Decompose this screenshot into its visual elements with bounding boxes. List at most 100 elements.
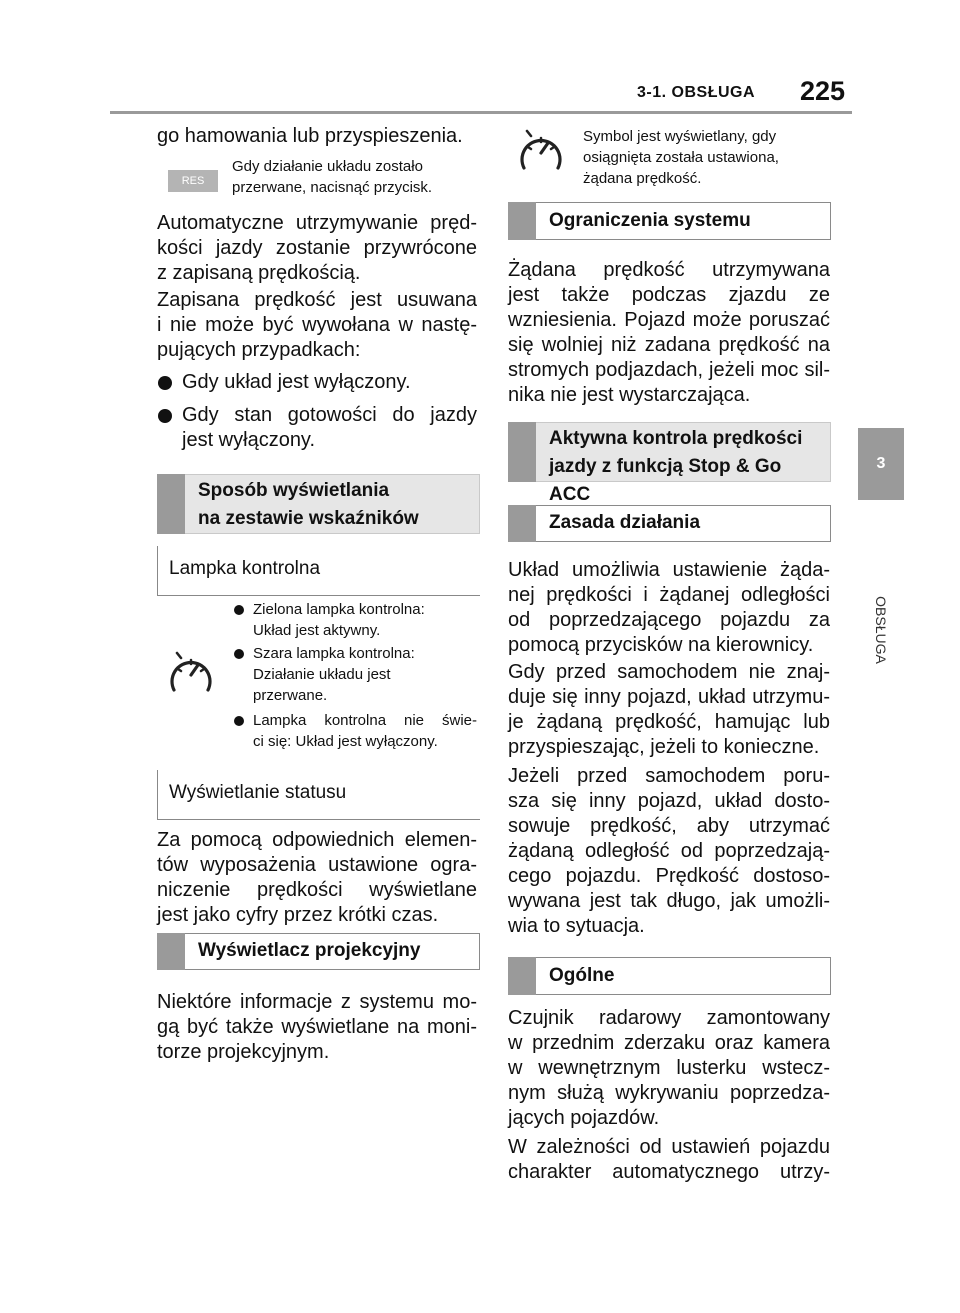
paragraph-line: Żądana prędkość utrzymywana	[508, 259, 830, 281]
paragraph-line: pujących przypadkach:	[157, 339, 361, 361]
paragraph-status: Za pomocą odpowiednich elemen- tów wypos…	[157, 828, 477, 928]
paragraph-line: się wolniej niż zadana prędkość na	[508, 334, 830, 356]
section-heading-head-up-display: Wyświetlacz projekcyjny	[157, 933, 480, 970]
symbol-note-line: osiągnięta została ustawiona,	[583, 149, 779, 166]
cruise-control-speedometer-icon	[170, 651, 212, 692]
paragraph-line: charakter automatycznego utrzy-	[508, 1161, 830, 1183]
paragraph-line: nej prędkości i żądanej odległości	[508, 584, 830, 606]
paragraph-line: nika nie jest wystarczająca.	[508, 384, 751, 406]
paragraph-line: sza się inny pojazd, układ dosto-	[508, 790, 830, 812]
paragraph-line: żądaną odległość od poprzedzają-	[508, 840, 830, 862]
paragraph-line: nym służą wykrywaniu poprzedza-	[508, 1082, 830, 1104]
lamp-item-line: Lampka kontrolna nie świe-	[253, 712, 477, 729]
paragraph-no-vehicle: Gdy przed samochodem nie znaj- duje się …	[508, 660, 830, 760]
bullet-dot	[234, 605, 244, 615]
section-title-line: jazdy z funkcją Stop & Go ACC	[549, 456, 782, 505]
paragraph-line: Układ umożliwia ustawienie żąda-	[508, 559, 830, 581]
lamp-item-line: ci się: Układ jest wyłączony.	[253, 733, 438, 750]
bullet-system-off: Gdy układ jest wyłączony.	[182, 371, 411, 393]
paragraph-line: tów wyposażenia ustawione ogra-	[157, 854, 477, 876]
paragraph-line: jest także podczas zjazdu ze	[508, 284, 830, 306]
paragraph-line: Niektóre informacje z systemu mo-	[157, 991, 477, 1013]
paragraph-line: wia to sytuacja.	[508, 915, 645, 937]
running-section-title: 3-1. OBSŁUGA	[637, 84, 756, 101]
paragraph-sensors: Czujnik radarowy zamontowany w przednim …	[508, 1006, 830, 1131]
section-marker	[157, 933, 185, 970]
paragraph-line: pomocą przycisków na kierownicy.	[508, 634, 814, 656]
bullet-dot	[158, 376, 172, 390]
symbol-note-line: Symbol jest wyświetlany, gdy	[583, 128, 777, 145]
paragraph-resume: Automatyczne utrzymywanie pręd- kości ja…	[157, 211, 477, 286]
header-rule	[110, 111, 852, 114]
paragraph-line: torze projekcyjnym.	[157, 1041, 330, 1063]
section-title: Ograniczenia systemu	[549, 210, 751, 231]
paragraph-line: duje się inny pojazd, układ utrzymu-	[508, 686, 830, 708]
paragraph-line: niczenie prędkości wyświetlane	[157, 879, 477, 901]
section-title: Wyświetlacz projekcyjny	[198, 940, 421, 961]
bullet-drive-ready-off: Gdy stan gotowości do jazdy jest wyłączo…	[182, 403, 477, 453]
section-marker	[508, 505, 536, 542]
paragraph-line: gą być także wyświetlane na moni-	[157, 1016, 477, 1038]
lamp-item-line: przerwane.	[253, 687, 328, 704]
paragraph-hud: Niektóre informacje z systemu mo- gą być…	[157, 990, 477, 1065]
symbol-note-line: żądana prędkość.	[583, 170, 702, 187]
paragraph-line: stromych podjazdach, jeżeli moc sil-	[508, 359, 830, 381]
lamp-item-line: Układ jest aktywny.	[253, 622, 381, 639]
paragraph-line: cego pojazdu. Prędkość dostoso-	[508, 865, 830, 887]
paragraph-cleared: Zapisana prędkość jest usuwana i nie moż…	[157, 288, 477, 363]
lamp-item-green: Zielona lampka kontrolna: Układ jest akt…	[253, 599, 480, 641]
section-title: Ogólne	[549, 965, 615, 986]
lamp-item-line: Działanie układu jest	[253, 666, 391, 683]
paragraph-line: jest jako cyfry przez krótki czas.	[157, 904, 439, 926]
section-title-line: na zestawie wskaźników	[198, 508, 419, 529]
section-title-line: Aktywna kontrola prędkości	[549, 428, 803, 449]
res-button-icon: RES	[168, 170, 218, 192]
section-marker	[508, 957, 536, 995]
section-heading-system-limits: Ograniczenia systemu	[508, 202, 831, 240]
res-note-line: przerwane, nacisnąć przycisk.	[232, 179, 433, 196]
subheading-text: Lampka kontrolna	[169, 558, 321, 579]
section-heading-general: Ogólne	[508, 957, 831, 995]
section-heading-display-cluster: Sposób wyświetlania na zestawie wskaźnik…	[157, 474, 480, 534]
bullet-dot	[234, 716, 244, 726]
bullet-dot	[234, 649, 244, 659]
paragraph-line: z zapisaną prędkością.	[157, 262, 361, 284]
paragraph-line: wzniesienia. Pojazd może poruszać	[508, 309, 830, 331]
chapter-tab: 3	[858, 428, 904, 500]
paragraph-line: je żądaną prędkość, hamując lub	[508, 711, 830, 733]
paragraph-line: Gdy przed samochodem nie znaj-	[508, 661, 830, 683]
lamp-item-line: Szara lampka kontrolna:	[253, 645, 415, 662]
symbol-note: Symbol jest wyświetlany, gdy osiągnięta …	[583, 126, 831, 189]
res-note-line: Gdy działanie układu zostało	[232, 158, 423, 175]
subheading-text: Wyświetlanie statusu	[169, 782, 347, 803]
section-title: Zasada działania	[549, 512, 701, 533]
res-note: Gdy działanie układu zostało przerwane, …	[232, 156, 477, 198]
section-title: Aktywna kontrola prędkości jazdy z funkc…	[549, 425, 822, 509]
paragraph-line: jących pojazdów.	[508, 1107, 660, 1129]
paragraph-line: kości jazdy zostanie przywrócone	[157, 237, 477, 259]
cruise-control-speedometer-icon	[520, 129, 562, 170]
paragraph-line: Za pomocą odpowiednich elemen-	[157, 829, 477, 851]
page-number: 225	[800, 76, 846, 106]
bullet-dot	[158, 409, 172, 423]
paragraph-line: sowuje prędkość, aby utrzymać	[508, 815, 830, 837]
paragraph-line: Zapisana prędkość jest usuwana	[157, 289, 477, 311]
paragraph-line: w przednim zderzaku oraz kamera	[508, 1032, 830, 1054]
section-marker	[157, 474, 185, 534]
subheading-status-display: Wyświetlanie statusu	[157, 770, 480, 820]
chapter-label-text: OBSŁUGA	[873, 596, 889, 664]
section-heading-principle: Zasada działania	[508, 505, 831, 542]
lamp-item-line: Zielona lampka kontrolna:	[253, 601, 425, 618]
paragraph-line: w wewnętrznym lusterku wstecz-	[508, 1057, 830, 1079]
paragraph-principle: Układ umożliwia ustawienie żąda- nej prę…	[508, 558, 830, 658]
paragraph-vehicle-ahead: Jeżeli przed samochodem poru- sza się in…	[508, 764, 830, 939]
lamp-item-off: Lampka kontrolna nie świe- ci się: Układ…	[253, 710, 477, 752]
paragraph-line: przyspieszając, jeżeli to konieczne.	[508, 736, 820, 758]
section-heading-acc: Aktywna kontrola prędkości jazdy z funkc…	[508, 422, 831, 505]
section-marker	[508, 202, 536, 240]
paragraph-line: i nie może być wywołana w nastę-	[157, 314, 477, 336]
paragraph-line: wywana jest tak długo, jak umożli-	[508, 890, 830, 912]
paragraph-line: W zależności od ustawień pojazdu	[508, 1136, 830, 1158]
bullet-line: Gdy stan gotowości do jazdy	[182, 404, 477, 426]
bullet-line: jest wyłączony.	[182, 429, 316, 451]
